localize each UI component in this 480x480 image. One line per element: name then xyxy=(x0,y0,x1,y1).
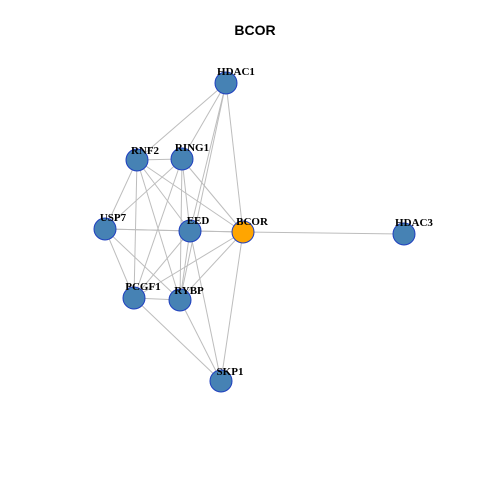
edge-ring1-bcor xyxy=(181,158,244,233)
edge-ring1-pcgf1 xyxy=(133,158,183,299)
node-circle-usp7 xyxy=(93,217,117,241)
edge-hdac1-bcor xyxy=(225,82,244,233)
node-label-pcgf1: PCGF1 xyxy=(125,281,160,293)
node-usp7: USP7 xyxy=(93,212,127,241)
node-hdac1: HDAC1 xyxy=(214,66,255,95)
node-label-skp1: SKP1 xyxy=(217,366,244,378)
node-eed: EED xyxy=(178,215,210,243)
node-label-ring1: RING1 xyxy=(175,142,209,154)
node-label-eed: EED xyxy=(187,215,210,227)
edge-hdac1-rnf2 xyxy=(136,82,227,161)
edge-rybp-skp1 xyxy=(179,299,222,382)
node-label-rnf2: RNF2 xyxy=(131,145,160,157)
edge-hdac1-ring1 xyxy=(181,82,227,160)
node-hdac3: HDAC3 xyxy=(392,217,433,246)
node-circle-ring1 xyxy=(170,147,194,171)
edge-pcgf1-skp1 xyxy=(133,297,222,382)
edge-eed-rybp xyxy=(179,230,191,301)
edge-hdac1-eed xyxy=(189,82,227,232)
edge-bcor-hdac3 xyxy=(242,231,405,235)
node-bcor: BCOR xyxy=(231,216,269,244)
node-label-hdac3: HDAC3 xyxy=(395,217,433,229)
edge-rnf2-pcgf1 xyxy=(133,159,138,299)
edge-usp7-rybp xyxy=(104,228,181,301)
node-circle-skp1 xyxy=(209,369,233,393)
edge-ring1-usp7 xyxy=(104,158,183,230)
node-circle-eed xyxy=(178,219,202,243)
node-pcgf1: PCGF1 xyxy=(122,281,161,310)
edge-usp7-pcgf1 xyxy=(104,228,135,299)
node-label-rybp: RYBP xyxy=(174,285,204,297)
node-label-bcor: BCOR xyxy=(236,216,269,228)
node-circle-rnf2 xyxy=(125,148,149,172)
node-circle-pcgf1 xyxy=(122,286,146,310)
node-label-usp7: USP7 xyxy=(100,212,127,224)
node-circle-hdac1 xyxy=(214,71,238,95)
edge-eed-skp1 xyxy=(189,230,222,382)
graph-title: BCOR xyxy=(234,22,275,38)
edge-bcor-pcgf1 xyxy=(133,231,244,299)
node-rybp: RYBP xyxy=(168,285,204,312)
node-ring1: RING1 xyxy=(170,142,209,171)
edge-rnf2-bcor xyxy=(136,159,244,233)
node-skp1: SKP1 xyxy=(209,366,244,393)
edge-rnf2-usp7 xyxy=(104,159,138,230)
edge-hdac1-rybp xyxy=(179,82,227,301)
node-circle-hdac3 xyxy=(392,222,416,246)
node-label-hdac1: HDAC1 xyxy=(217,66,255,78)
edge-bcor-skp1 xyxy=(220,231,244,382)
node-circle-bcor xyxy=(231,220,255,244)
node-rnf2: RNF2 xyxy=(125,145,160,172)
edge-bcor-rybp xyxy=(179,231,244,301)
node-circle-rybp xyxy=(168,288,192,312)
edge-ring1-eed xyxy=(181,158,191,232)
edge-eed-pcgf1 xyxy=(133,230,191,299)
